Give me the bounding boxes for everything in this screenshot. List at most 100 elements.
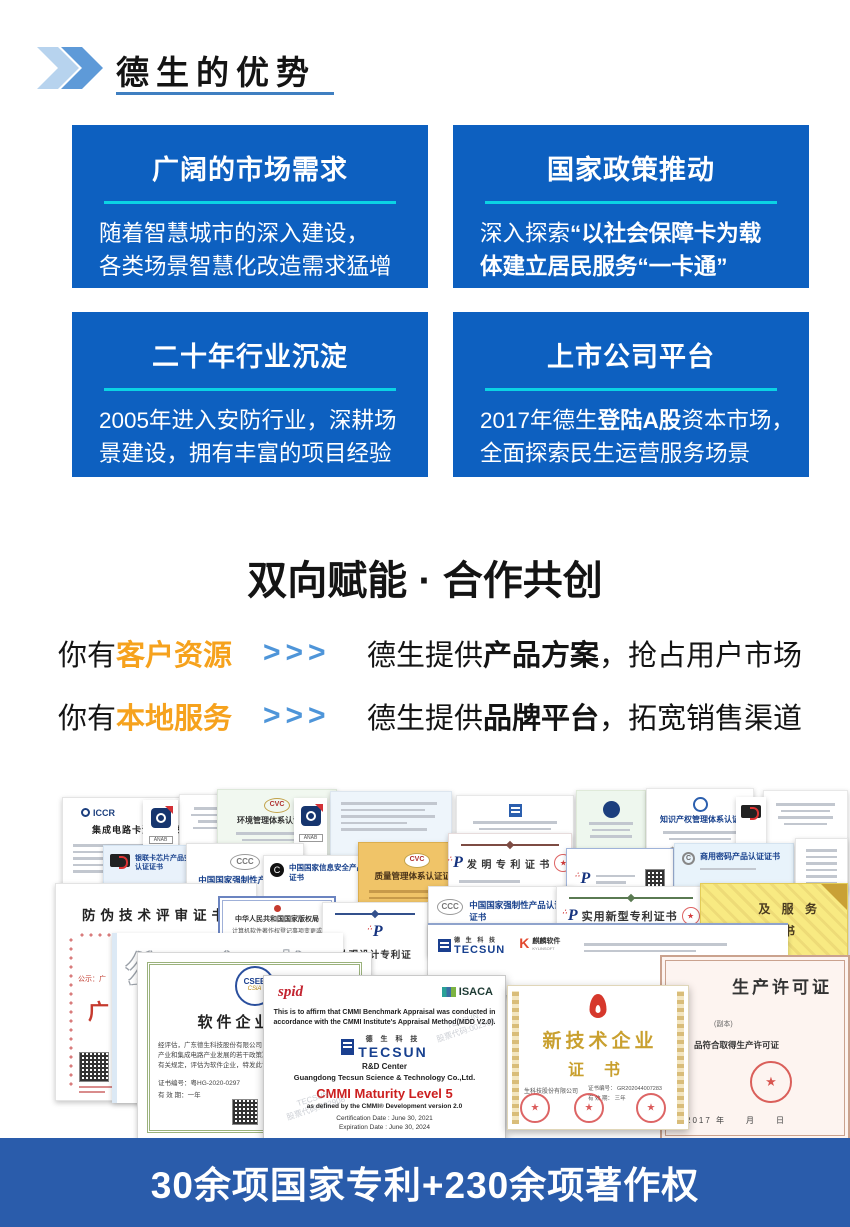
ccc-logo-icon: CCC bbox=[437, 899, 464, 915]
qr-code bbox=[79, 1052, 109, 1082]
redacted-text-line bbox=[241, 838, 313, 841]
c-logo-icon: C bbox=[270, 863, 284, 877]
c-logo-icon: C bbox=[682, 852, 695, 865]
ceprei-logo-icon bbox=[300, 804, 323, 826]
section-title: 双向赋能 · 合作共创 bbox=[247, 559, 603, 603]
redacted-text-line bbox=[341, 821, 407, 824]
card-underline bbox=[485, 388, 777, 391]
redacted-text-line bbox=[341, 808, 425, 811]
redacted-text-line bbox=[589, 835, 633, 838]
kylin-logo-icon: K 麒麟软件 KYLINSOFT bbox=[519, 935, 561, 951]
advantage-card-experience: 二十年行业沉淀 2005年进入安防行业，深耕场 景建设，拥有丰富的项目经验 bbox=[72, 312, 428, 477]
cert-hightech-enterprise: 新技术企业 证 书 生科技股份有限公司 证书编号： GR202044007283… bbox=[507, 985, 689, 1130]
redacted-text-line bbox=[473, 821, 557, 824]
cnipa-logo-icon: P bbox=[575, 870, 590, 888]
redacted-text-line bbox=[190, 813, 242, 816]
emblem-icon bbox=[273, 905, 281, 912]
cert-cmmi: spid ISACA This is to affirm that CMMI B… bbox=[263, 975, 506, 1141]
redacted-text-line bbox=[780, 809, 831, 812]
redacted-text-line bbox=[596, 874, 635, 877]
redacted-text-line bbox=[806, 855, 837, 858]
page-title: 德生的优势 bbox=[116, 54, 316, 91]
spid-logo-icon: spid bbox=[278, 984, 304, 1000]
redacted-text-line bbox=[479, 827, 551, 830]
redacted-text-line bbox=[592, 828, 630, 831]
redacted-text-line bbox=[79, 1091, 105, 1093]
triple-arrow-icon: >>> bbox=[263, 636, 331, 669]
redacted-text-line bbox=[700, 867, 756, 871]
advantage-card-market: 广阔的市场需求 随着智慧城市的深入建设， 各类场景智慧化改造需求猛增 bbox=[72, 125, 428, 288]
redacted-text-line bbox=[79, 1086, 113, 1088]
advantage-card-policy: 国家政策推动 深入探索“以社会保障卡为载 体建立居民服务“一卡通” bbox=[453, 125, 809, 288]
card-underline bbox=[485, 201, 777, 204]
redacted-text-line bbox=[194, 807, 238, 810]
certificates-collage: ICCR 集成电路卡注册证书 ANAB CVC 环境管理体系认证证书 ANAB bbox=[0, 788, 850, 1143]
title-underline bbox=[116, 92, 334, 95]
redacted-text-line bbox=[596, 881, 627, 884]
tecsun-logo-icon: 德 生 科 技 TECSUN bbox=[264, 1034, 505, 1060]
cert-production-license: 生产许可证 (副本) 品符合取得生产许可证 2017 年 月 日 bbox=[660, 955, 850, 1141]
torch-logo-icon bbox=[589, 994, 607, 1018]
scroll-border bbox=[461, 838, 559, 846]
quickpass-logo-icon bbox=[110, 854, 130, 869]
row-left-label: 你有本地服务 bbox=[58, 703, 233, 735]
redacted-text-line bbox=[776, 803, 835, 806]
redacted-text-line bbox=[459, 880, 520, 883]
cvc-logo-icon: CVC bbox=[264, 798, 290, 813]
redacted-text-line bbox=[806, 875, 837, 878]
empower-row-local: 你有本地服务 >>> 德生提供品牌平台，拓宽销售渠道 bbox=[58, 693, 820, 739]
footer-text: 30余项国家专利+230余项著作权 bbox=[150, 1164, 700, 1206]
redacted-text-line bbox=[662, 831, 738, 834]
redacted-text-line bbox=[198, 820, 234, 823]
cvc-logo-icon: CVC bbox=[404, 853, 430, 868]
redacted-text-line bbox=[341, 802, 437, 805]
red-seal-icon bbox=[574, 1093, 604, 1123]
cnipa-logo-icon: P bbox=[448, 854, 463, 872]
redacted-text-line bbox=[588, 822, 634, 825]
card-title: 二十年行业沉淀 bbox=[152, 342, 348, 372]
card-underline bbox=[104, 201, 396, 204]
ring-logo-icon bbox=[692, 797, 708, 812]
row-description: 德生提供品牌平台，拓宽销售渠道 bbox=[367, 703, 803, 735]
iccr-logo-icon: ICCR bbox=[63, 808, 211, 818]
redacted-text-line bbox=[341, 815, 435, 818]
empower-rows: 你有客户资源 >>> 德生提供产品方案，抢占用户市场 你有本地服务 >>> 德生… bbox=[58, 630, 820, 756]
cnipa-logo-icon: P bbox=[562, 907, 578, 925]
scroll-border bbox=[335, 907, 415, 915]
card-title: 上市公司平台 bbox=[547, 342, 715, 372]
redacted-text-line bbox=[341, 828, 428, 831]
redacted-text-line bbox=[369, 890, 453, 893]
row-left-label: 你有客户资源 bbox=[58, 640, 233, 672]
scroll-border bbox=[569, 891, 693, 899]
ceprei-logo-icon bbox=[150, 806, 173, 828]
redacted-text-line bbox=[806, 881, 837, 884]
advantage-card-listed: 上市公司平台 2017年德生登陆A股资本市场， 全面探索民生运营服务场景 bbox=[453, 312, 809, 477]
redacted-text-line bbox=[584, 943, 727, 946]
card-body: 2005年进入安防行业，深耕场 景建设，拥有丰富的项目经验 bbox=[99, 408, 397, 466]
red-seal-icon bbox=[520, 1093, 550, 1123]
redacted-text-line bbox=[783, 822, 828, 825]
card-body: 2017年德生登陆A股资本市场， 全面探索民生运营服务场景 bbox=[480, 408, 794, 466]
row-description: 德生提供产品方案，抢占用户市场 bbox=[367, 640, 803, 672]
advantage-cards: 广阔的市场需求 随着智慧城市的深入建设， 各类场景智慧化改造需求猛增 国家政策推… bbox=[72, 125, 812, 477]
round-seal-icon bbox=[602, 801, 620, 818]
ccc-logo-icon: CCC bbox=[230, 854, 260, 870]
tecsun-logo-icon: 德 生 科 技 TECSUN bbox=[438, 935, 505, 956]
chevrons-icon bbox=[37, 47, 103, 89]
card-body: 深入探索“以社会保障卡为载 体建立居民服务“一卡通” bbox=[480, 221, 762, 279]
qr-code bbox=[232, 1099, 258, 1125]
redacted-text-line bbox=[778, 816, 833, 819]
empower-row-customers: 你有客户资源 >>> 德生提供产品方案，抢占用户市场 bbox=[58, 630, 820, 676]
cnipa-logo-icon: P bbox=[367, 923, 383, 941]
redacted-text-line bbox=[806, 868, 837, 871]
card-title: 广阔的市场需求 bbox=[152, 155, 348, 185]
card-underline bbox=[104, 388, 396, 391]
redacted-text-line bbox=[584, 949, 697, 952]
redacted-text-line bbox=[192, 826, 240, 829]
redacted-text-line bbox=[806, 849, 837, 852]
card-title: 国家政策推动 bbox=[547, 155, 715, 185]
isaca-logo-icon: ISACA bbox=[441, 986, 493, 998]
red-seal-icon bbox=[750, 1061, 792, 1103]
redacted-text-line bbox=[669, 837, 731, 840]
quickpass-logo-icon bbox=[741, 805, 761, 820]
